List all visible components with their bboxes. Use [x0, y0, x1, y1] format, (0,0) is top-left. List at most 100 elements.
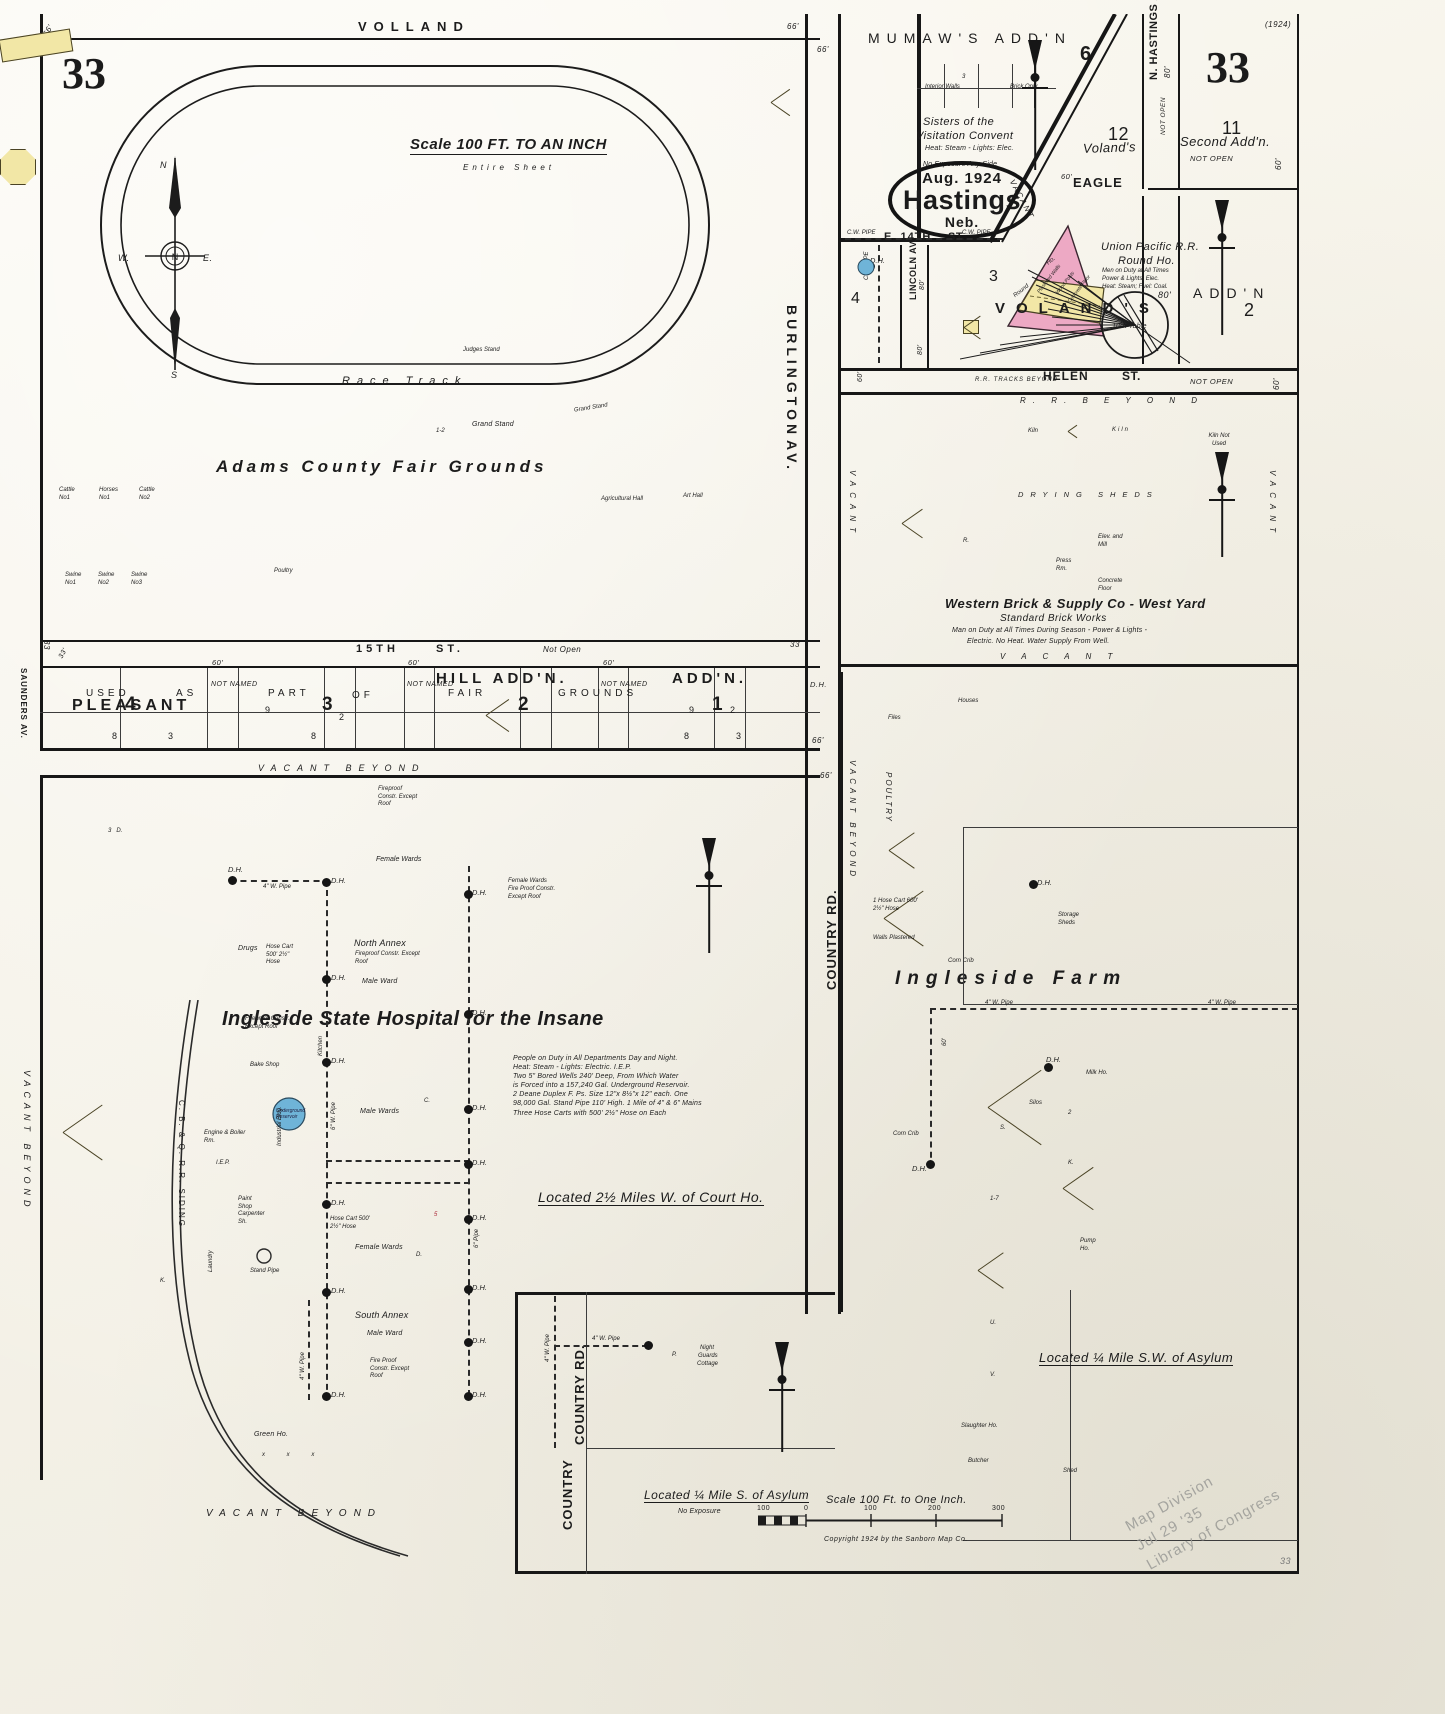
hydrant-h2-label: D.H.: [331, 876, 346, 885]
n-hastings-dim-80: 80': [1163, 66, 1172, 78]
mumaws-left-street: [917, 14, 921, 240]
lot-sub-2b: 2: [730, 705, 736, 715]
agricultural-hall-h: [0, 121, 72, 149]
convent-wing-s: [0, 838, 16, 852]
stand-pipe-label: Stand Pipe: [250, 1268, 280, 1274]
fifteenth-st-suffix: ST.: [436, 643, 464, 655]
north-arrow-brickworks: [1208, 452, 1236, 557]
e14th-st-line: [840, 238, 1000, 242]
female-wards-north-note: Fireproof Constr. Except Roof: [378, 786, 418, 807]
right-frame: [1297, 14, 1299, 1574]
kiln-not-used: [0, 1102, 20, 1118]
mumaws-addn-label: MUMAW'S ADD'N: [868, 30, 1072, 46]
poultry-building-fairgrounds: [0, 473, 24, 521]
farm-inner-rect-bottom: [963, 1004, 1298, 1006]
farm-bldg-ltr-s: S.: [1000, 1125, 1006, 1131]
compass-west-label: W.: [118, 253, 130, 263]
up-rr-note-3: Heat: Steam; Fuel: Coal.: [1102, 284, 1168, 290]
hydrant-lincoln-label: D.H.: [870, 256, 885, 265]
guards-cw-pipe-dash: [554, 1296, 556, 1448]
fair-shed-d: [0, 627, 16, 639]
hospital-note-2: Two 5" Bored Wells 240' Deep, From Which…: [513, 1073, 679, 1081]
not-named-3: NOT NAMED: [601, 681, 648, 688]
brickworks-title: Western Brick & Supply Co - West Yard: [945, 596, 1206, 611]
north-arrow-volands: [1208, 200, 1236, 335]
drying-sheds-label: DRYING SHEDS: [1018, 490, 1159, 499]
lot-text-fair: FAIR: [448, 688, 487, 699]
guards-rd-hline: [586, 1448, 835, 1450]
railroad-diagonal: [990, 14, 1128, 243]
pipe-4w-north-label: 4" W. Pipe: [263, 884, 291, 890]
n-hastings-av-vline: [1142, 14, 1144, 189]
brickworks-bottom-line: [840, 664, 1298, 667]
dim-60-right-edge: 60': [1274, 158, 1283, 170]
e14th-st-label: E. 14TH: [884, 231, 932, 243]
up-rr-note-1: Men on Duty at All Times: [1102, 268, 1169, 274]
hydrant-h2: [322, 878, 331, 887]
compass-south-label: S: [171, 370, 178, 380]
guards-country-rd-vertical2: COUNTRY: [560, 1459, 575, 1530]
guards-cw-pipe-label: 4" W. Pipe: [545, 1334, 551, 1362]
dim-66-right: 66': [817, 45, 829, 54]
dim-60-helen-right: 60': [1272, 378, 1281, 390]
lot-sub-9b: 9: [689, 705, 695, 715]
swine-no2-building: [0, 377, 25, 425]
compass-east-label: E.: [203, 253, 213, 263]
north-annex-note: Fireproof Constr. Except Roof: [355, 951, 420, 965]
n-hastings-av-vline3: [1142, 196, 1144, 364]
farm-hydrant-b-label: D.H.: [912, 1164, 927, 1173]
hosp-cluster-note: Paint Shop Carpenter Sh.: [238, 1196, 265, 1225]
lot-div-5: [355, 668, 357, 748]
pipe-6w-inner: [326, 890, 328, 1400]
lincoln-av-label: LINCOLN AV.: [908, 238, 918, 300]
lot-div-1: [120, 668, 122, 748]
farm-hydrant-a: [1029, 880, 1038, 889]
title-state: Neb.: [944, 214, 980, 230]
kiln-2-label: Kiln: [1112, 427, 1131, 433]
farm-bldg-ltr-v: V.: [990, 1372, 996, 1378]
ingleside-farm-left-line: [840, 672, 843, 1312]
farm-milk-ho-label: Milk Ho.: [1086, 1070, 1108, 1076]
title-city: Hastings: [902, 185, 1022, 215]
guards-inset-bottom-line: [515, 1571, 1297, 1574]
lot-div-10: [598, 668, 600, 748]
rr-beyond-label: R. R. B E Y O N D: [1020, 396, 1205, 405]
convent-interior-walls-label: Interior Walls: [925, 84, 960, 90]
frame-left-outer: [40, 14, 43, 749]
lot-text-used: USED: [86, 688, 130, 699]
hydrant-h15: [322, 1200, 331, 1209]
drying-shed-7: [0, 1610, 20, 1692]
kiln-connector-x: [1068, 427, 1076, 435]
lincoln-dim-80a: 80': [919, 279, 926, 290]
lincoln-cw-pipe: [878, 245, 880, 363]
volland-street-top: VOLLAND: [358, 19, 470, 34]
farm-walls-plastered-label: Walls Plastered: [873, 935, 915, 941]
hydrant-h6: [322, 1058, 331, 1067]
hydrant-h8: [464, 1160, 473, 1169]
title-date: Aug. 1924: [922, 170, 1002, 187]
country-rd-label-right: COUNTRY RD.: [824, 889, 839, 990]
poultry-label-farm: POULTRY: [884, 772, 893, 823]
lot-sub-3b: 3: [736, 731, 742, 741]
art-hall-label: Art Hall: [683, 493, 703, 499]
frame-top: [40, 38, 820, 40]
bottom-scale-label: Scale 100 Ft. to One Inch.: [826, 1494, 967, 1506]
voland-bldg-b: [0, 896, 12, 912]
brickworks-note-2: Electric. No Heat. Water Supply From Wel…: [967, 638, 1110, 645]
north-annex-label: North Annex: [354, 938, 406, 948]
voland-block-11: 11: [1222, 118, 1242, 138]
drying-shed-4: [0, 1364, 20, 1446]
voland-bldg-x: [963, 320, 979, 334]
press-room-label: Press Rm.: [1056, 558, 1072, 572]
n-hastings-av-label: N. HASTINGS AV.: [1148, 0, 1160, 80]
hosp-sw-bldg-i-x: [63, 1126, 97, 1138]
south-annex-label: South Annex: [355, 1310, 409, 1320]
scale-tick-200: 200: [928, 1505, 942, 1512]
hospital-located-label: Located 2½ Miles W. of Court Ho.: [538, 1189, 764, 1206]
hydrant-h10: [464, 1285, 473, 1294]
lot-div-4: [324, 668, 326, 748]
eagle-st-line: [1148, 188, 1298, 190]
female-wards-ne-note: Fire Proof Constr. Except Roof: [508, 886, 556, 900]
hydrant-h7: [464, 1105, 473, 1114]
dim-60b: 60': [408, 658, 420, 667]
